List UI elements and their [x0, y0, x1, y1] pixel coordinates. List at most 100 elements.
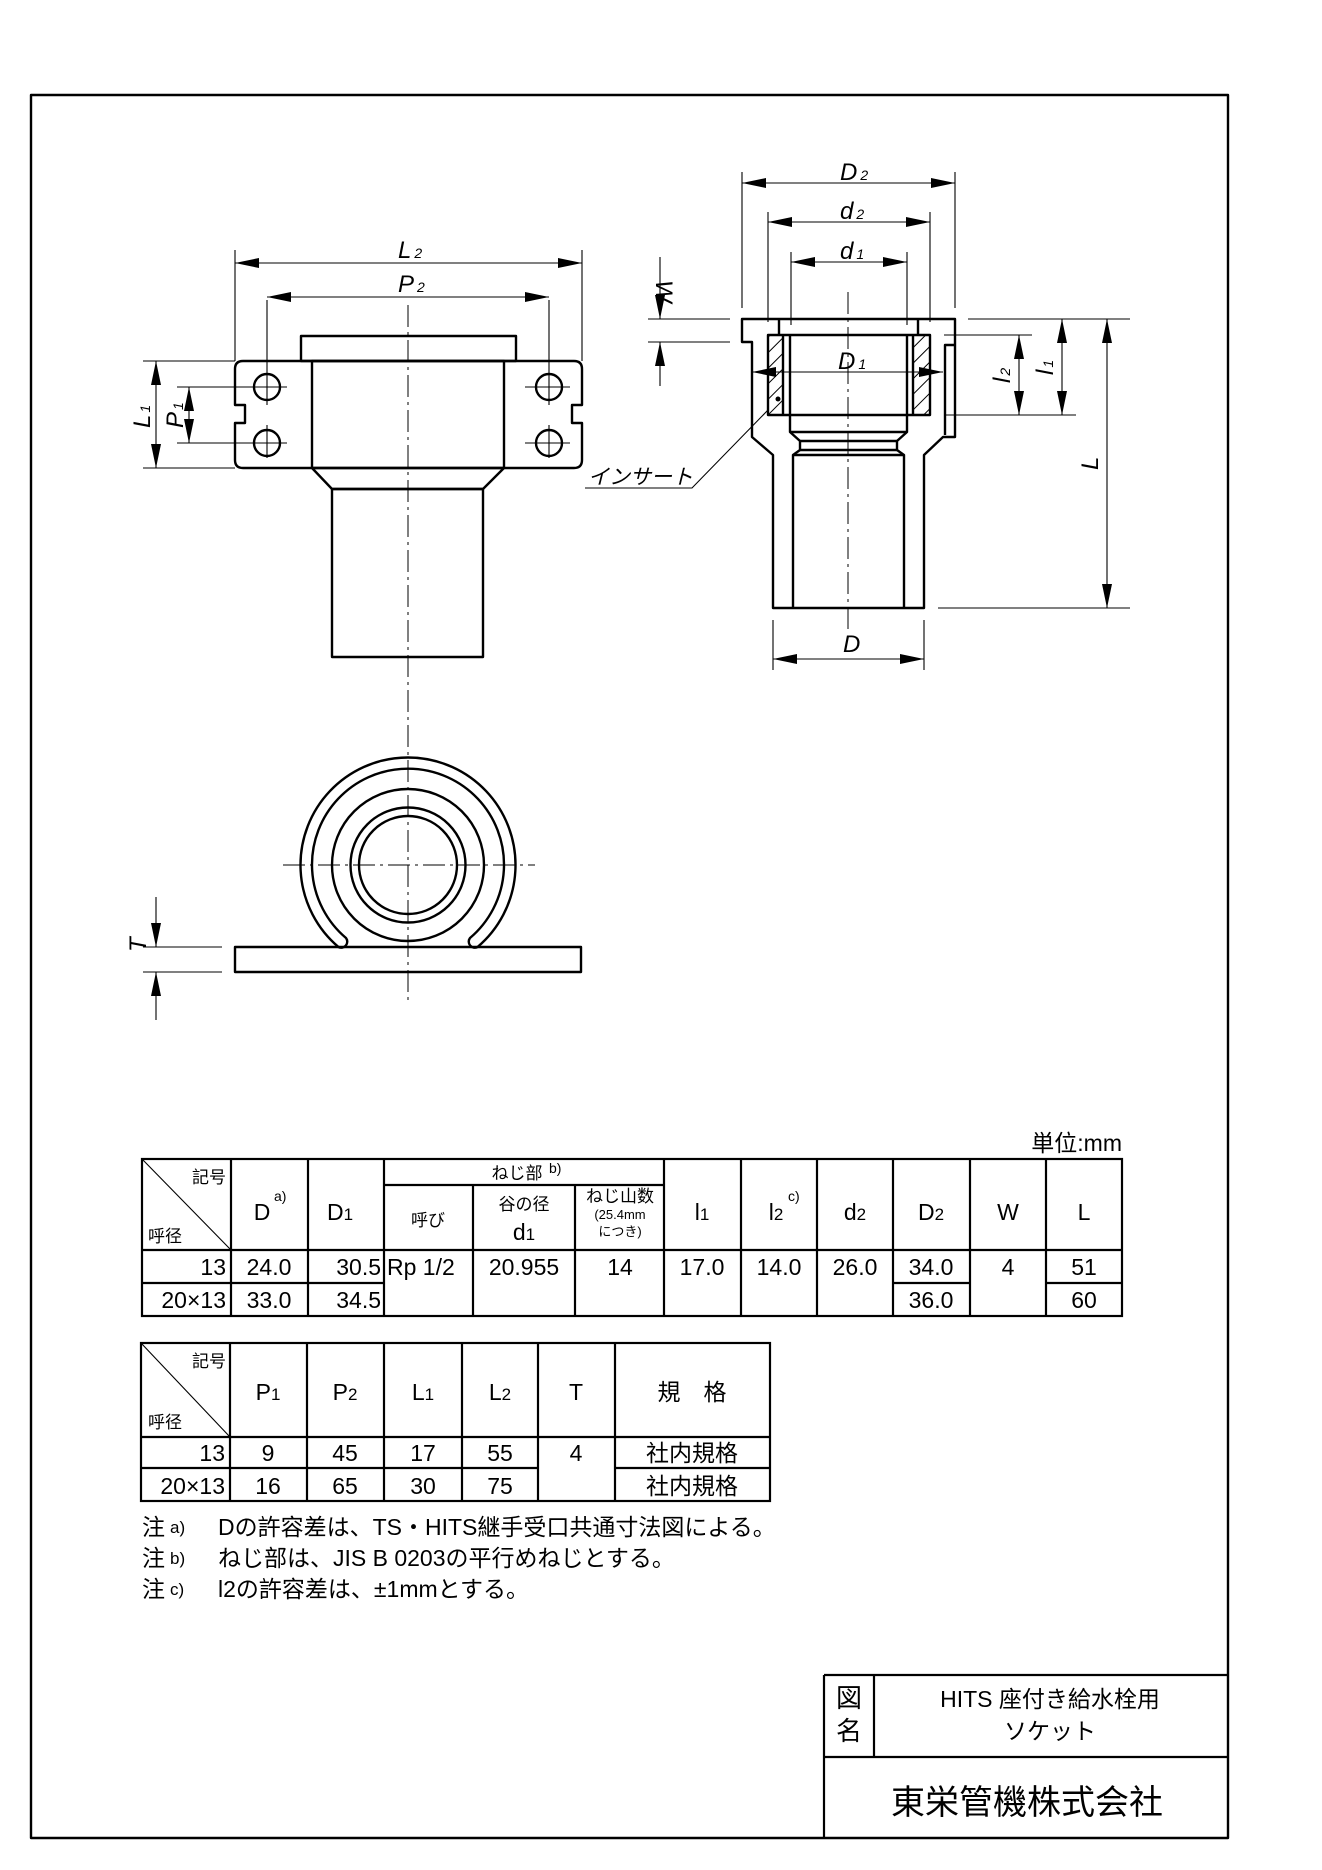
- header-thread-count: ねじ山数: [586, 1187, 654, 1206]
- drawing-name-label: 図: [836, 1683, 862, 1713]
- cell-P2: 45: [332, 1440, 358, 1466]
- header-symbol: 記号: [192, 1168, 226, 1187]
- note-item: 注 a) Dの許容差は、TS・HITS継手受口共通寸法図による。: [142, 1514, 776, 1540]
- table-row: 20×13 33.0 34.5 36.0 60: [161, 1287, 1096, 1313]
- header-nominal: 呼径: [148, 1413, 182, 1432]
- label-D: D: [843, 631, 860, 658]
- insert-hatch-left: [768, 335, 783, 415]
- mounting-holes: [177, 300, 570, 458]
- label-L: L: [1077, 457, 1104, 470]
- cell-P1: 16: [255, 1473, 281, 1499]
- drawing-title: HITS 座付き給水栓用: [940, 1686, 1160, 1712]
- header-D: D: [254, 1199, 271, 1225]
- note-ref-a: a): [274, 1188, 286, 1204]
- header-l2: l2: [769, 1199, 784, 1225]
- cell-l1: 17.0: [680, 1254, 725, 1280]
- corner-diagonal: [141, 1158, 232, 1251]
- cell-L1: 30: [410, 1473, 436, 1499]
- header-call: 呼び: [411, 1211, 445, 1230]
- label-T: T: [125, 935, 152, 952]
- cell-size: 20×13: [160, 1473, 225, 1499]
- cell-L2: 55: [487, 1440, 513, 1466]
- header-D1: D1: [327, 1199, 353, 1225]
- header-L: L: [1078, 1199, 1091, 1225]
- cell-size: 13: [199, 1440, 225, 1466]
- title-block: 図 名 HITS 座付き給水栓用 ソケット 東栄管機株式会社: [822, 1673, 1228, 1838]
- header-D2: D2: [918, 1199, 944, 1225]
- header-thread-per: (25.4mm: [594, 1207, 645, 1222]
- unit-label: 単位:mm: [1031, 1130, 1122, 1156]
- table-row: 13 24.0 30.5 Rp 1/2 20.955 14 17.0 14.0 …: [200, 1254, 1096, 1280]
- header-W: W: [997, 1199, 1019, 1225]
- label-l1: l1: [1032, 360, 1059, 375]
- cell-size: 20×13: [161, 1287, 226, 1313]
- table-row: 13 9 45 17 55 4 社内規格: [199, 1440, 738, 1466]
- cell-d2: 26.0: [833, 1254, 878, 1280]
- cell-D2: 36.0: [909, 1287, 954, 1313]
- bore-right: [895, 335, 909, 608]
- cell-call: Rp 1/2: [387, 1254, 455, 1280]
- header-thread: ねじ部: [492, 1164, 543, 1183]
- sheet-border: [29, 93, 1230, 1840]
- drawing-name-label: 名: [836, 1716, 862, 1746]
- cell-P2: 65: [332, 1473, 358, 1499]
- dimension-table-1: 記号 呼径 D a) D1 ねじ部 b) 呼び 谷の径 d1 ねじ山数 (25.…: [140, 1157, 1124, 1318]
- label-L1: L1: [129, 405, 156, 428]
- bottom-view: T: [125, 756, 583, 1020]
- label-insert: インサート: [588, 466, 693, 489]
- flange-outline: [233, 359, 584, 470]
- header-l1: l1: [695, 1199, 710, 1225]
- company-name: 東栄管機株式会社: [891, 1784, 1163, 1822]
- cell-L2: 75: [487, 1473, 513, 1499]
- cell-T: 4: [570, 1440, 583, 1466]
- corner-diagonal: [140, 1342, 231, 1438]
- svg-text:c): c): [170, 1580, 184, 1599]
- note-ref-b: b): [549, 1160, 561, 1176]
- cell-size: 13: [200, 1254, 226, 1280]
- cell-l2: 14.0: [757, 1254, 802, 1280]
- cell-L: 51: [1071, 1254, 1097, 1280]
- svg-text:注: 注: [142, 1576, 165, 1602]
- note-ref-c: c): [788, 1188, 800, 1204]
- header-thread-per2: につき): [598, 1224, 641, 1239]
- dimension-table-2: 記号 呼径 P1 P2 L1 L2 T 規 格 13 9 45 17 55 4 …: [139, 1341, 772, 1503]
- cell-D: 33.0: [247, 1287, 292, 1313]
- cell-L: 60: [1071, 1287, 1097, 1313]
- header-L2: L2: [489, 1379, 511, 1405]
- note-item: 注 c) l2の許容差は、±1mmとする。: [142, 1576, 529, 1602]
- cell-D: 24.0: [247, 1254, 292, 1280]
- cell-D1: 30.5: [336, 1254, 381, 1280]
- header-T: T: [569, 1379, 583, 1405]
- cell-D2: 34.0: [909, 1254, 954, 1280]
- note-item: 注 b) ねじ部は、JIS B 0203の平行めねじとする。: [142, 1545, 675, 1571]
- insert: [766, 333, 932, 417]
- header-P2: P2: [333, 1379, 358, 1405]
- svg-text:注: 注: [142, 1545, 165, 1571]
- cell-P1: 9: [262, 1440, 275, 1466]
- svg-text:l2の許容差は、±1mmとする。: l2の許容差は、±1mmとする。: [218, 1576, 529, 1602]
- svg-text:ねじ部は、JIS B 0203の平行めねじとする。: ねじ部は、JIS B 0203の平行めねじとする。: [218, 1545, 675, 1571]
- label-W: W: [650, 280, 677, 305]
- label-P1: P1: [162, 402, 189, 428]
- header-spec: 規 格: [658, 1379, 727, 1405]
- insert-hatch-right: [913, 335, 930, 415]
- insert-leader: [585, 409, 769, 489]
- header-d2: d2: [844, 1199, 866, 1225]
- header-root-dia: 谷の径: [499, 1195, 550, 1214]
- header-d1: d1: [513, 1219, 535, 1245]
- cell-L1: 17: [410, 1440, 436, 1466]
- svg-text:b): b): [170, 1549, 185, 1568]
- cell-threads: 14: [607, 1254, 633, 1280]
- svg-text:a): a): [170, 1518, 185, 1537]
- header-P1: P1: [256, 1379, 281, 1405]
- header-symbol: 記号: [192, 1352, 226, 1371]
- notes: 注 a) Dの許容差は、TS・HITS継手受口共通寸法図による。 注 b) ねじ…: [142, 1514, 776, 1602]
